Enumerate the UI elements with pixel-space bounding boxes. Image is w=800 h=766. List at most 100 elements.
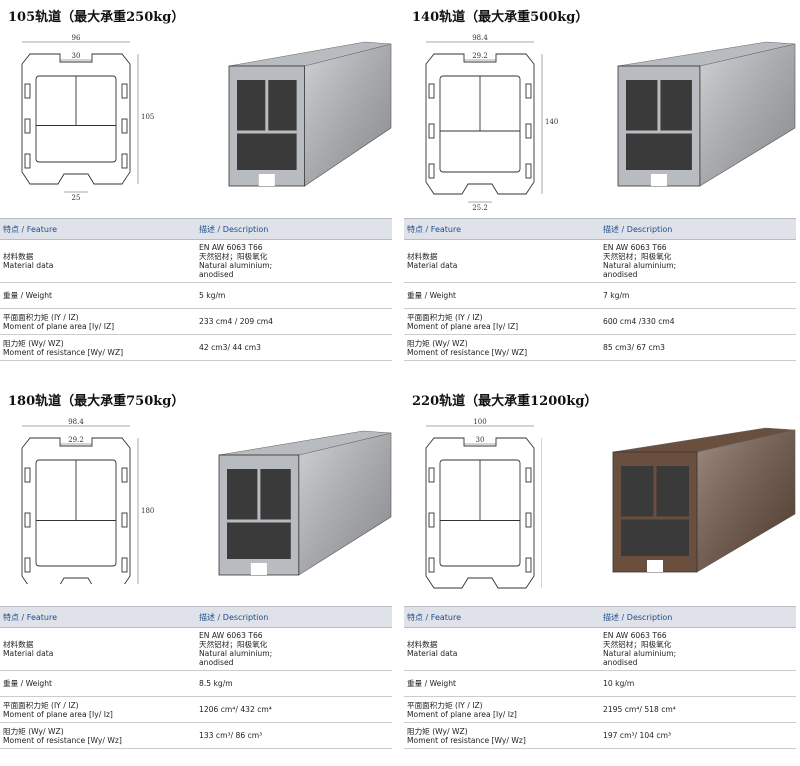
label-en: Moment of resistance [Wy/ Wz] (3, 735, 122, 745)
row-value: 8.5 kg/m (199, 671, 392, 696)
side-groove-left (428, 557, 435, 573)
table-row: 重量 / Weight 10 kg/m (404, 671, 796, 697)
profile-drawing: 1003022025 (425, 418, 542, 589)
header-feature: 特点 / Feature (407, 612, 462, 622)
row-label: 阻力矩 (Wy/ WZ)Moment of resistance [Wy/ Wz… (0, 723, 199, 748)
label-cn: 重量 / Weight (407, 679, 457, 688)
value-line: anodised (603, 658, 638, 667)
panel-title: 140轨道（最大承重500kg） (412, 10, 589, 25)
side-face-shading (304, 44, 391, 186)
row-label: 平面面积力矩 (IY / IZ)Moment of plane area [Iy… (404, 309, 603, 334)
header-feature: 特点 / Feature (3, 612, 58, 622)
value-line: EN AW 6063 T66 (199, 243, 263, 252)
value-line: Natural aluminium; (199, 261, 273, 270)
row-label: 重量 / Weight (0, 671, 199, 696)
side-groove-left (428, 163, 435, 179)
row-label: 阻力矩 (Wy/ WZ)Moment of resistance [Wy/ WZ… (0, 335, 199, 360)
panel-title: 180轨道（最大承重750kg） (8, 394, 185, 409)
header-feature: 特点 / Feature (3, 224, 58, 234)
table-row: 阻力矩 (Wy/ WZ)Moment of resistance [Wy/ Wz… (404, 723, 796, 749)
label-cn: 材料数据 (407, 640, 438, 649)
profile-photo (228, 41, 392, 187)
header-description: 描述 / Description (603, 224, 673, 234)
profile-outline (21, 53, 131, 185)
row-value: 233 cm4 / 209 cm4 (199, 309, 392, 334)
side-groove-right (121, 512, 128, 528)
row-label: 平面面积力矩 (IY / IZ)Moment of plane area [Iy… (0, 309, 199, 334)
end-face-slot (650, 174, 667, 186)
row-label: 重量 / Weight (404, 283, 603, 308)
label-cn: 材料数据 (3, 640, 34, 649)
side-face-shading (298, 433, 391, 575)
value-line: 8.5 kg/m (199, 679, 233, 688)
label-en: Material data (3, 261, 54, 270)
label-cn: 阻力矩 (Wy/ WZ) (407, 338, 468, 348)
table-row: 重量 / Weight 7 kg/m (404, 283, 796, 309)
table-row: 平面面积力矩 (IY / IZ)Moment of plane area [Iy… (404, 697, 796, 723)
label-en: Moment of plane area [Iy/ Iz] (3, 709, 113, 719)
label-cn: 材料数据 (3, 252, 34, 261)
dim-inner: 30 (72, 52, 81, 60)
label-cn: 重量 / Weight (407, 291, 457, 300)
end-face-slot (647, 560, 663, 572)
end-face-slot (250, 563, 267, 575)
value-line: 2195 cm⁴/ 518 cm⁴ (603, 705, 676, 714)
profile-photo (612, 427, 796, 573)
profile-outline (425, 437, 535, 589)
row-value: 600 cm4 /330 cm4 (603, 309, 796, 334)
dim-inner: 29.2 (472, 52, 488, 60)
value-line: 600 cm4 /330 cm4 (603, 317, 675, 326)
row-label: 重量 / Weight (0, 283, 199, 308)
label-cn: 重量 / Weight (3, 679, 53, 688)
side-groove-left (24, 83, 31, 99)
row-value: 7 kg/m (603, 283, 796, 308)
value-line: 233 cm4 / 209 cm4 (199, 317, 274, 326)
value-line: 85 cm3/ 67 cm3 (603, 343, 665, 352)
dim-height: 140 (545, 118, 558, 126)
panel-title: 105轨道（最大承重250kg） (8, 10, 185, 25)
label-cn: 平面面积力矩 (IY / IZ) (407, 700, 483, 710)
dim-inner: 30 (476, 436, 485, 444)
label-cn: 重量 / Weight (3, 291, 53, 300)
row-label: 平面面积力矩 (IY / IZ)Moment of plane area [Iy… (404, 697, 603, 722)
profile-outline (425, 53, 535, 195)
profile-photo (617, 41, 796, 187)
value-line: 7 kg/m (603, 291, 630, 300)
value-line: 10 kg/m (603, 679, 635, 688)
label-en: Moment of plane area [Iy/ IZ] (3, 321, 115, 331)
dim-width: 98.4 (68, 418, 84, 426)
side-groove-right (121, 557, 128, 573)
value-line: 197 cm³/ 104 cm³ (603, 731, 672, 740)
label-cn: 阻力矩 (Wy/ WZ) (3, 338, 64, 348)
side-groove-right (525, 512, 532, 528)
value-line: EN AW 6063 T66 (603, 243, 667, 252)
side-face-shading (697, 430, 795, 572)
value-line: 天然铝材；阳极氧化 (199, 252, 268, 261)
dim-width: 96 (72, 34, 81, 42)
side-groove-left (428, 467, 435, 483)
value-line: 1206 cm⁴/ 432 cm⁴ (199, 705, 272, 714)
side-groove-right (525, 467, 532, 483)
label-en: Moment of resistance [Wy/ Wz] (407, 735, 526, 745)
value-line: Natural aluminium; (199, 649, 273, 658)
side-groove-right (121, 153, 128, 169)
table-row: 重量 / Weight 8.5 kg/m (0, 671, 392, 697)
label-en: Material data (3, 649, 54, 658)
